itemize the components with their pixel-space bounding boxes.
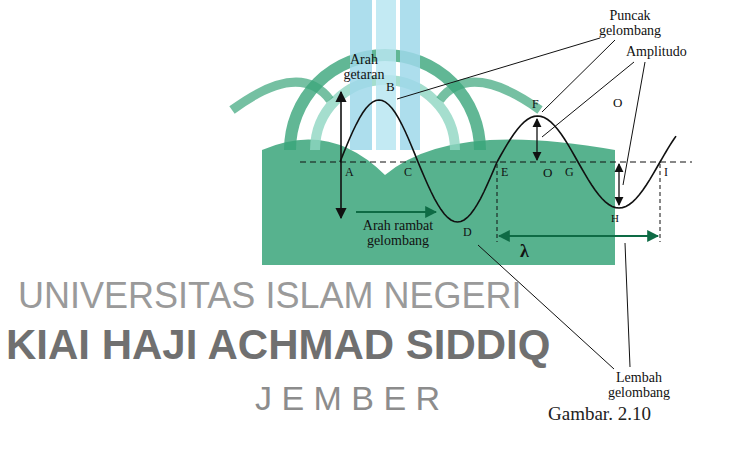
point-letter: O: [613, 96, 627, 110]
arch: [232, 82, 330, 110]
crest-label: Puncak gelombang: [590, 8, 670, 39]
watermark-text: KIAI HAJI ACHMAD SIDDIQ: [6, 322, 736, 368]
vibration-arrow: [340, 92, 342, 218]
point-letter: A: [345, 166, 359, 179]
leader-line: [397, 38, 600, 99]
point-letter: B: [386, 80, 400, 94]
watermark-emblem: [232, 0, 615, 265]
point-letter: G: [565, 166, 579, 179]
point-letter: C: [404, 166, 418, 179]
vibration-label: Arah getaran: [328, 52, 400, 83]
trough-label: Lembah gelombang: [596, 370, 682, 401]
book-shape: [262, 139, 615, 265]
point-letter: O: [543, 166, 557, 180]
wavelength-guide: [497, 164, 498, 242]
leader-lines: [397, 38, 645, 369]
wavelength-arrow: [499, 235, 658, 237]
arch: [440, 82, 540, 110]
leader-line: [542, 62, 634, 137]
point-letter: I: [664, 166, 678, 179]
propagation-arrow: [356, 211, 436, 213]
wavelength-guide: [660, 164, 661, 242]
watermark-text: J E M B E R: [255, 380, 515, 417]
propagation-label: Arah rambat gelombang: [358, 218, 438, 249]
point-letter: D: [463, 226, 477, 239]
point-letter: F: [532, 98, 546, 111]
amplitude-arrow: [536, 119, 537, 160]
leader-line: [623, 62, 645, 185]
leader-line: [625, 243, 630, 367]
amplitude-label: Amplitudo: [626, 44, 706, 59]
figure-caption: Gambar. 2.10: [548, 404, 651, 425]
watermark-text: UNIVERSITAS ISLAM NEGERI: [18, 276, 638, 316]
wavelength-symbol: λ: [520, 242, 540, 262]
wave-curve: [340, 100, 676, 222]
amplitude-arrow: [618, 164, 619, 205]
leader-line: [542, 40, 615, 112]
point-letter: H: [611, 212, 625, 224]
point-letter: E: [501, 166, 515, 179]
